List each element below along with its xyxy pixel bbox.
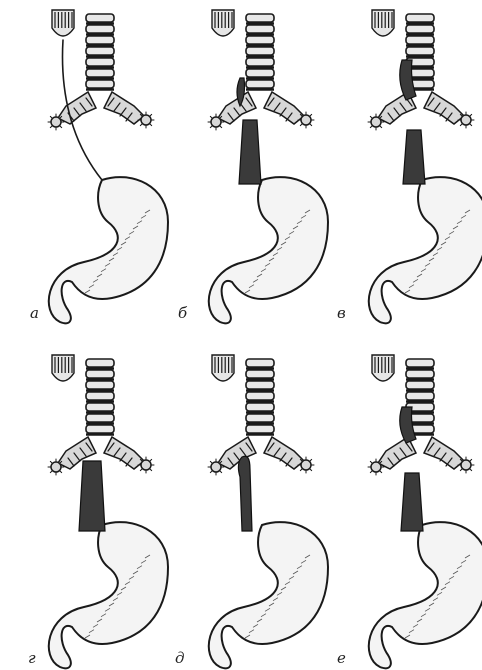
stomach xyxy=(49,177,168,323)
tracheal-ring xyxy=(246,425,274,433)
tracheal-ring xyxy=(406,14,434,22)
panels-root: а б в г д е xyxy=(28,10,482,668)
panel-a: а xyxy=(30,10,168,323)
tracheal-ring xyxy=(246,58,274,66)
lower-esophagus xyxy=(239,120,261,184)
tracheal-ring xyxy=(86,381,114,389)
lung-stub-knob xyxy=(211,462,221,472)
tracheal-ring xyxy=(86,359,114,367)
lung-stub-knob xyxy=(371,117,381,127)
right-bronchus xyxy=(104,437,144,469)
stomach xyxy=(49,522,168,668)
right-bronchus xyxy=(104,92,144,124)
tracheal-ring xyxy=(246,80,274,88)
lung-stub-knob xyxy=(51,117,61,127)
tracheal-ring xyxy=(406,25,434,33)
tracheal-ring xyxy=(86,47,114,55)
right-bronchus xyxy=(424,92,464,124)
panel-d: д xyxy=(175,355,328,668)
panel-e: е xyxy=(337,355,482,668)
stomach xyxy=(369,522,482,668)
tracheal-ring xyxy=(406,47,434,55)
tracheal-ring xyxy=(86,414,114,422)
left-bronchus xyxy=(58,92,96,124)
panel-label-e: е xyxy=(337,649,346,667)
lung-stub-knob xyxy=(461,115,471,125)
tracheal-ring xyxy=(246,381,274,389)
panel-label-a: а xyxy=(30,304,39,322)
panel-b: б xyxy=(178,10,328,323)
tracheal-ring xyxy=(86,14,114,22)
tracheal-ring xyxy=(86,25,114,33)
tracheal-ring xyxy=(406,370,434,378)
tracheal-ring xyxy=(246,25,274,33)
lung-stub-knob xyxy=(141,115,151,125)
right-bronchus xyxy=(424,437,464,469)
panel-label-v: в xyxy=(337,304,346,322)
lung-stub-knob xyxy=(301,115,311,125)
tracheal-ring xyxy=(86,392,114,400)
panel-label-b: б xyxy=(178,304,188,322)
tracheal-ring xyxy=(246,36,274,44)
isolated-lower-segment xyxy=(238,456,252,531)
tracheal-ring xyxy=(406,359,434,367)
lower-esophagus xyxy=(403,130,425,184)
lung-stub-knob xyxy=(211,117,221,127)
lower-esophagus xyxy=(401,473,423,531)
tracheal-ring xyxy=(246,392,274,400)
tracheal-ring xyxy=(246,370,274,378)
tracheal-ring xyxy=(246,69,274,77)
tracheal-ring xyxy=(246,403,274,411)
lung-stub-knob xyxy=(51,462,61,472)
tracheal-ring xyxy=(86,69,114,77)
tracheal-ring xyxy=(406,392,434,400)
stomach xyxy=(209,522,328,668)
stomach xyxy=(369,177,482,323)
right-bronchus xyxy=(264,437,304,469)
panel-label-d: д xyxy=(175,649,185,667)
panel-v: в xyxy=(337,10,482,323)
tracheal-ring xyxy=(86,370,114,378)
tracheal-ring xyxy=(86,36,114,44)
lower-esophagus xyxy=(79,461,105,531)
tracheal-ring xyxy=(86,58,114,66)
tracheal-ring xyxy=(246,414,274,422)
stomach xyxy=(209,177,328,323)
tracheal-ring xyxy=(86,80,114,88)
lung-stub-knob xyxy=(461,460,471,470)
lung-stub-knob xyxy=(371,462,381,472)
tracheal-ring xyxy=(246,47,274,55)
tracheal-ring xyxy=(246,14,274,22)
right-bronchus xyxy=(264,92,304,124)
lung-stub-knob xyxy=(141,460,151,470)
tracheal-ring xyxy=(86,403,114,411)
panel-label-g: г xyxy=(28,649,36,667)
panel-g: г xyxy=(28,355,168,668)
tracheal-ring xyxy=(246,359,274,367)
tracheal-ring xyxy=(86,425,114,433)
lung-stub-knob xyxy=(301,460,311,470)
tracheal-ring xyxy=(406,36,434,44)
tracheal-ring xyxy=(406,381,434,389)
